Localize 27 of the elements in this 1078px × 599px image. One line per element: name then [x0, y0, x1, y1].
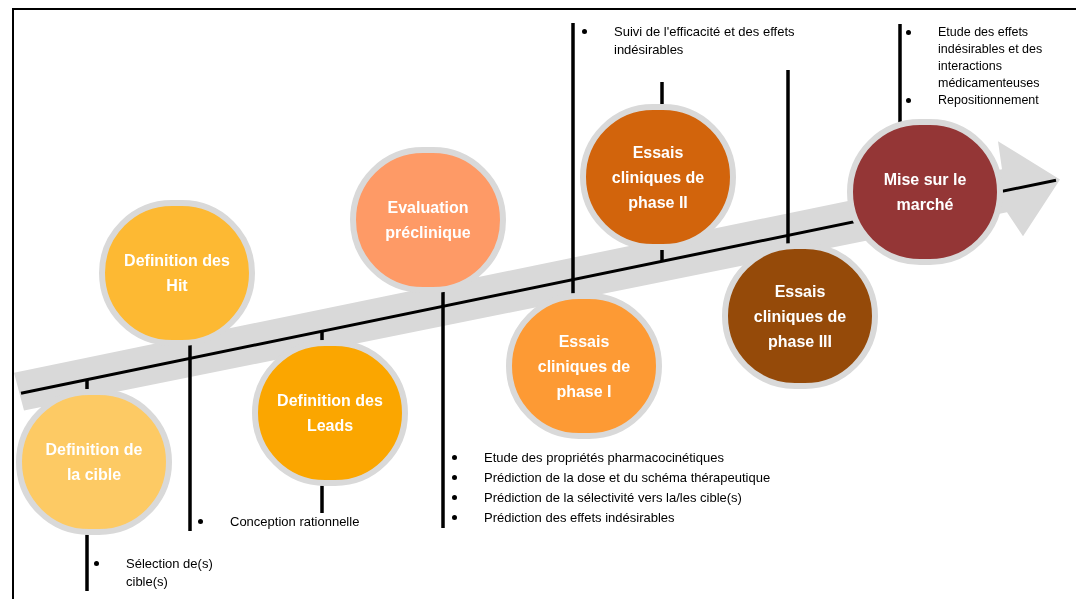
- bullet-text: Etude des effets indésirables et des interactions médicamenteuses: [938, 25, 1043, 90]
- connector-line: [660, 249, 664, 262]
- connector-line: [571, 23, 575, 294]
- bullet-text: Repositionnement: [938, 93, 1039, 107]
- stage-label: Evaluation préclinique: [384, 198, 472, 243]
- stage-label: Essais cliniques de phase I: [536, 331, 632, 402]
- bullet-text: Sélection de(s) cible(s): [126, 556, 213, 589]
- connector-line: [85, 379, 89, 390]
- bullet-text: Etude des propriétés pharmacocinétiques: [484, 450, 724, 465]
- stage-label: Definition des Hit: [123, 251, 231, 296]
- connector-line: [188, 345, 192, 531]
- bullet-text: Suivi de l'efficacité et des effets indésirables: [614, 24, 795, 57]
- connector-line: [320, 485, 324, 513]
- stage-label: Essais cliniques de phase III: [752, 281, 848, 352]
- stage-label: Mise sur le marché: [882, 170, 968, 215]
- connector-line: [85, 534, 89, 591]
- stage-label: Definition de la cible: [44, 440, 144, 485]
- connector-line: [660, 82, 664, 105]
- connector-line: [320, 331, 324, 341]
- bullet-text: Prédiction des effets indésirables: [484, 510, 675, 525]
- bullet-text: Conception rationnelle: [230, 514, 360, 529]
- connector-line: [441, 291, 445, 528]
- stage-label: Essais cliniques de phase II: [610, 142, 706, 213]
- connector-line: [786, 70, 790, 244]
- stage-label: Definition des Leads: [276, 391, 384, 436]
- bullet-text: Prédiction de la sélectivité vers la/les cible(s): [484, 490, 742, 505]
- bullet-text: Prédiction de la dose et du schéma thérapeutique: [484, 470, 771, 485]
